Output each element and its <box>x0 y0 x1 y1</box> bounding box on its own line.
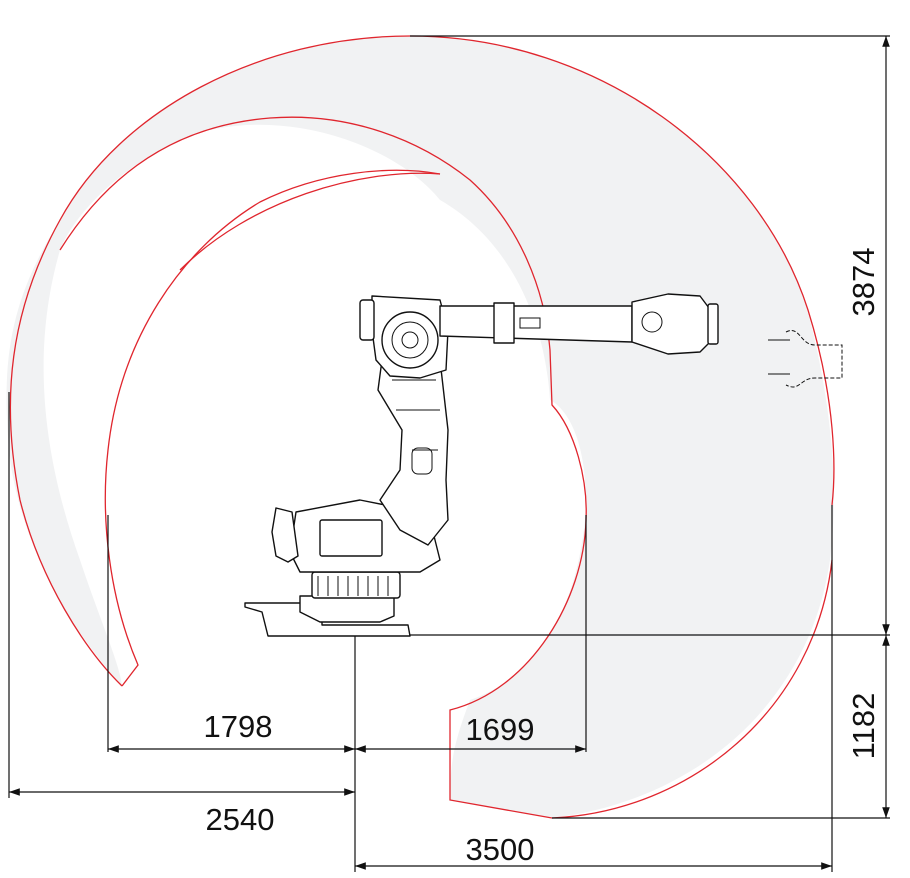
industrial-robot <box>244 293 719 637</box>
dimension-lines <box>8 35 890 872</box>
envelope-back-boundary <box>9 35 411 687</box>
envelope-arc-2 <box>104 169 441 687</box>
robot-motor-axis-3 <box>359 299 375 341</box>
robot-counterweight <box>271 507 299 563</box>
envelope-arc-4 <box>179 172 441 271</box>
robot-wrist <box>631 293 713 355</box>
envelope-outer-region <box>6 36 834 818</box>
dim-3500-label: 3500 <box>466 832 535 867</box>
dim-1798-label: 1798 <box>204 709 273 744</box>
robot-upper-arm <box>439 305 633 343</box>
robot-lower-arm <box>377 359 449 546</box>
tool-outline <box>768 330 843 388</box>
dim-1182-label: 1182 <box>846 693 881 760</box>
robot-arm-collar <box>493 302 515 344</box>
dim-1699-label: 1699 <box>466 712 535 747</box>
dim-2540-label: 2540 <box>206 802 275 837</box>
robot-motor-housing <box>319 519 383 557</box>
robot-flange <box>707 303 719 345</box>
robot-base-body <box>299 595 395 623</box>
robot-joint-3 <box>381 311 439 369</box>
dim-3874-label: 3874 <box>846 248 881 317</box>
envelope-outer-boundary <box>409 35 835 819</box>
working-envelope <box>6 35 835 819</box>
robot-turntable <box>311 571 401 599</box>
dimension-labels: 3874 1182 1798 1699 2540 3500 <box>204 248 881 867</box>
envelope-arc-3 <box>59 116 587 819</box>
